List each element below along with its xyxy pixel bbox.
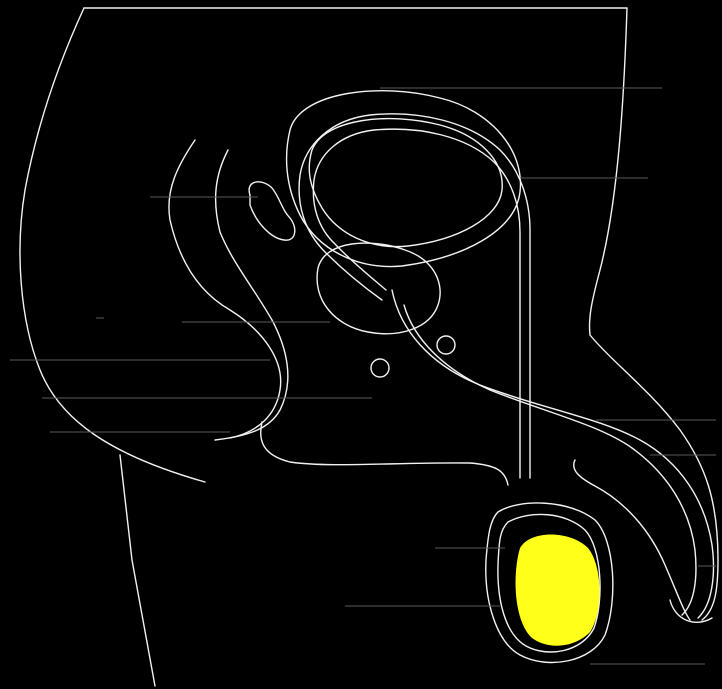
bulbourethral-gland-right — [437, 336, 455, 354]
rectum-front-wall — [169, 140, 281, 438]
vas-deferens-inner — [313, 129, 520, 478]
bladder-outer-wall — [287, 91, 521, 267]
bulbourethral-glands — [371, 336, 455, 377]
vas-deferens — [299, 114, 530, 478]
bladder — [287, 91, 521, 267]
testis-highlight — [516, 535, 600, 646]
prostate — [317, 243, 440, 334]
thigh-outline — [120, 455, 155, 686]
back-outline — [84, 8, 718, 620]
seminal-vesicle — [249, 182, 295, 240]
bulbourethral-gland-left — [371, 359, 389, 377]
rectum-back-wall — [215, 150, 288, 440]
label-leader-lines — [10, 88, 716, 664]
rectum — [169, 140, 288, 440]
bladder-inner-wall — [309, 119, 502, 247]
glans-penis — [670, 600, 712, 622]
perineum-outline — [261, 422, 508, 485]
